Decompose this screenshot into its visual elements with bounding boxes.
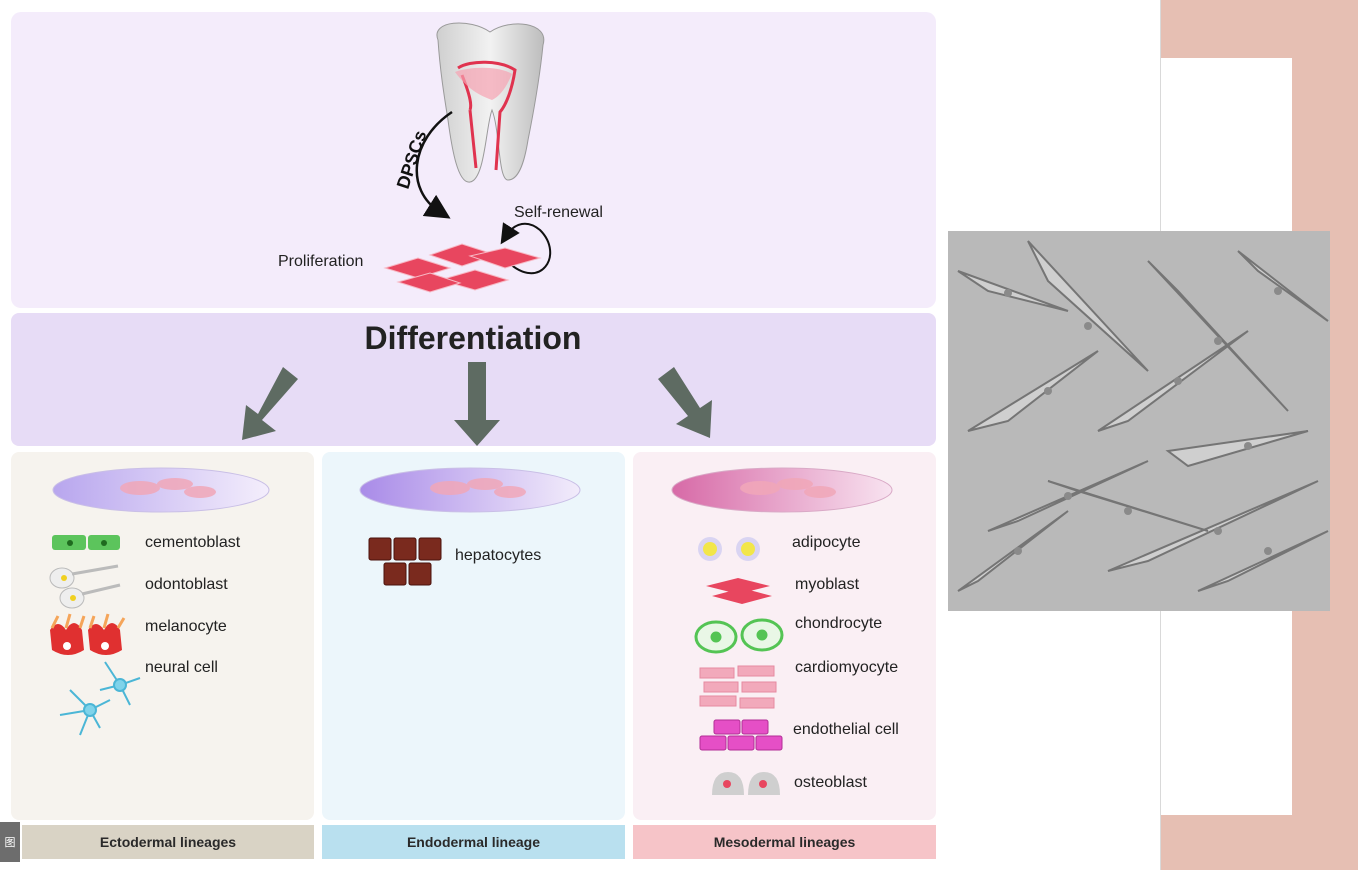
adipocyte-label: adipocyte [792,534,861,551]
odontoblast-icon [49,564,121,609]
dish-cells [120,478,836,498]
myoblast-icon [706,578,772,604]
endodermal-culture-dish [359,467,581,513]
mesodermal-culture-dish [671,467,893,513]
myoblast-label: myoblast [795,576,860,593]
chondrocyte-icon [694,618,784,654]
self-renewal-label: Self-renewal [514,204,603,221]
arrow-to-mesoderm [658,367,712,438]
differentiation-arrows [242,362,712,446]
image-corner-icon[interactable]: 图 [0,822,20,862]
decorative-block-bottom [1161,815,1358,870]
cementoblast-icon [52,535,120,550]
cardiomyocyte-label: cardiomyocyte [795,659,899,676]
melanocyte-icon [50,613,126,655]
mesodermal-panel [633,452,936,820]
endothelial-cell-label: endothelial cell [793,721,899,738]
osteoblast-icon [712,772,780,795]
odontoblast-label: odontoblast [145,576,228,593]
cementoblast-label: cementoblast [145,534,241,551]
osteoblast-label: osteoblast [794,774,867,791]
cardiomyocyte-icon [699,665,777,709]
tooth-icon [436,22,545,183]
ectodermal-culture-dish [52,467,270,513]
ectodermal-lineages-bar: Ectodermal lineages [22,825,314,859]
proliferating-cells [383,243,542,293]
chondrocyte-label: chondrocyte [795,615,883,632]
melanocyte-label: melanocyte [145,618,227,635]
mesodermal-lineages-bar: Mesodermal lineages [633,825,936,859]
endodermal-lineage-bar: Endodermal lineage [322,825,625,859]
differentiation-title: Differentiation [364,320,582,356]
arrow-to-endoderm [454,362,500,446]
hepatocytes-label: hepatocytes [455,547,542,564]
decorative-block-top [1161,0,1358,58]
dpsc-curved-arrow [415,110,453,219]
neural-cell-icon [59,661,141,736]
proliferation-label: Proliferation [278,253,364,270]
endothelial-cell-icon [699,719,783,751]
neural-cell-label: neural cell [145,659,218,676]
hepatocytes-icon [368,537,442,586]
micrograph-image [948,231,1330,611]
self-renewal-loop-arrow [500,222,552,275]
dpscs-label: DPSCs [393,128,431,191]
adipocyte-icon [698,537,760,561]
diagram-graphics: DPSCs [49,22,893,795]
endodermal-panel [322,452,625,820]
arrow-to-ectoderm [242,367,298,440]
